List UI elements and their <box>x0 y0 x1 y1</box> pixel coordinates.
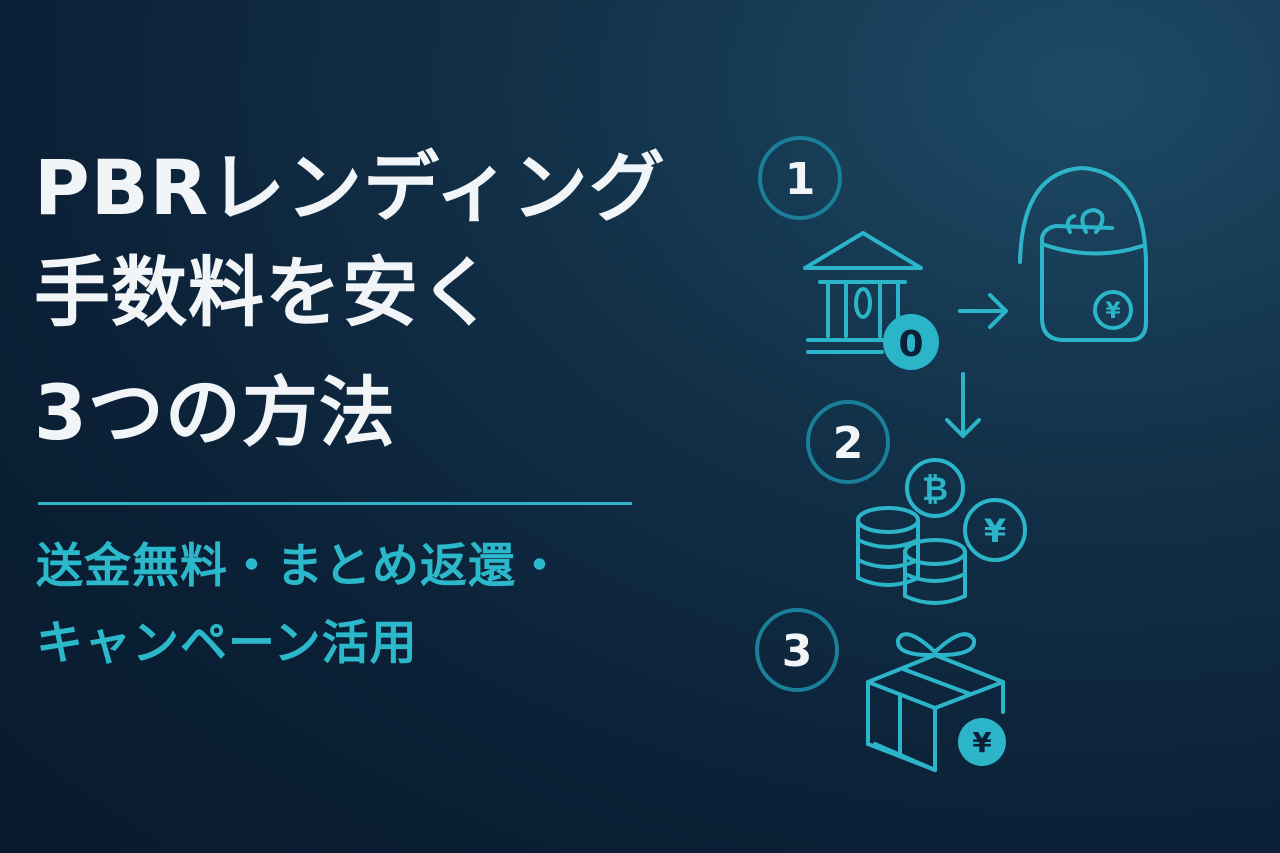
title-line-2: 手数料を安く <box>34 248 496 337</box>
gift-yen-symbol: ¥ <box>972 726 992 759</box>
title-line-1: PBRレンディング <box>34 143 666 232</box>
coin-yen-symbol: ¥ <box>984 512 1006 550</box>
coins-icon <box>856 458 1027 605</box>
title-line-3: 3つの方法 <box>34 368 396 457</box>
wallet-icon <box>1018 166 1148 342</box>
step-3-number: 3 <box>782 626 813 677</box>
wallet-yen-symbol: ¥ <box>1105 299 1121 324</box>
step-1-badge: 1 <box>758 136 842 220</box>
zero-fee-badge-label: 0 <box>898 324 923 365</box>
arrow-down-icon <box>945 372 981 438</box>
step-1-number: 1 <box>785 154 816 205</box>
step-3-badge: 3 <box>755 608 839 692</box>
step-2-number: 2 <box>833 418 864 469</box>
bitcoin-symbol: ₿ <box>922 470 948 508</box>
gift-icon <box>866 632 1005 772</box>
arrow-right-icon <box>958 293 1008 329</box>
zero-fee-badge: 0 <box>883 314 939 370</box>
step-2-badge: 2 <box>806 400 890 484</box>
subtitle-line-1: 送金無料・まとめ返還・ <box>36 539 564 594</box>
subtitle-line-2: キャンペーン活用 <box>36 616 418 671</box>
bank-icon <box>803 231 923 354</box>
gift-yen-badge: ¥ <box>958 718 1006 766</box>
title-divider <box>38 502 632 505</box>
